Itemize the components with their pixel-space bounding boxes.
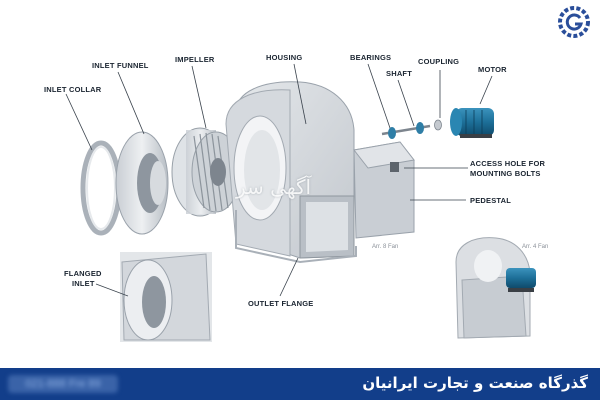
watermark-text: آگهی سر bbox=[236, 175, 312, 199]
impeller-part bbox=[171, 127, 241, 217]
bearings-shaft-part bbox=[381, 119, 442, 139]
housing-part bbox=[225, 81, 357, 264]
label-housing: HOUSING bbox=[266, 53, 302, 62]
coupling-part bbox=[434, 119, 442, 131]
label-motor: MOTOR bbox=[478, 65, 507, 74]
exploded-fan-diagram: INLET COLLAR INLET FUNNEL IMPELLER HOUSI… bbox=[44, 6, 590, 342]
inlet-funnel-part bbox=[115, 131, 169, 235]
motor-part bbox=[450, 108, 494, 138]
gear-g-logo-icon bbox=[558, 6, 590, 38]
label-pedestal: PEDESTAL bbox=[470, 196, 511, 205]
label-arr4-fan: Arr. 4 Fan bbox=[522, 244, 548, 250]
label-impeller: IMPELLER bbox=[175, 55, 215, 64]
label-flanged-inlet-line1: FLANGED bbox=[64, 269, 102, 278]
label-outlet-flange: OUTLET FLANGE bbox=[248, 299, 314, 308]
label-inlet-funnel: INLET FUNNEL bbox=[92, 61, 149, 70]
label-bearings: BEARINGS bbox=[350, 53, 391, 62]
inlet-collar-part bbox=[80, 140, 122, 236]
pedestal-part bbox=[353, 141, 415, 239]
label-arr8-fan: Arr. 8 Fan bbox=[372, 244, 398, 250]
label-shaft: SHAFT bbox=[386, 69, 412, 78]
label-access-hole-line1: ACCESS HOLE FOR bbox=[470, 159, 545, 168]
arr4-fan-inset bbox=[455, 237, 536, 339]
footer-bar: 021-888 Fre 89 گذرگاه صنعت و تجارت ایران… bbox=[0, 368, 600, 400]
footer-title: گذرگاه صنعت و تجارت ایرانیان bbox=[362, 374, 588, 392]
leader-lines bbox=[65, 63, 493, 297]
label-access-hole-line2: MOUNTING BOLTS bbox=[470, 169, 541, 178]
label-coupling: COUPLING bbox=[418, 57, 459, 66]
flanged-inlet-inset bbox=[120, 252, 212, 342]
access-hole bbox=[390, 162, 399, 172]
label-inlet-collar: INLET COLLAR bbox=[44, 85, 102, 94]
label-flanged-inlet-line2: INLET bbox=[72, 279, 95, 288]
footer-phone: 021-888 Fre 89 bbox=[8, 375, 118, 393]
